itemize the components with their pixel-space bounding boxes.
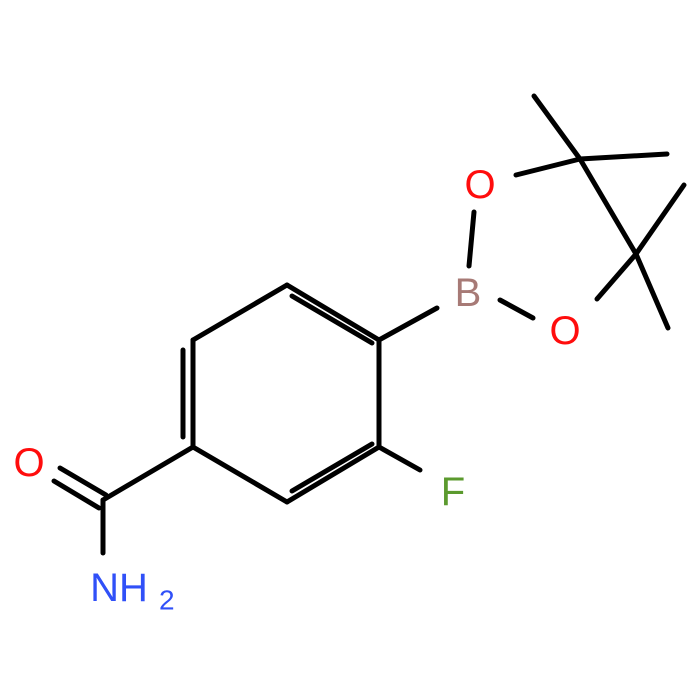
bond-ring-to-carbonyl <box>100 444 196 503</box>
bond-methyl-4 <box>633 251 671 331</box>
bond-boron-o-upper <box>466 209 477 269</box>
atom-labels: O NH 2 F B O O <box>13 163 580 616</box>
bond-c-c <box>577 156 639 257</box>
bond-ring-c4-c5 <box>284 444 382 505</box>
atom-o-lower: O <box>549 309 580 353</box>
bond-boron-o-lower <box>497 297 536 321</box>
atom-o-carbonyl: O <box>13 441 44 485</box>
bond-ring-c2-c3-inner <box>289 293 375 346</box>
bond-ring-c2-c3 <box>284 282 382 343</box>
bond-ring-c5-c6 <box>190 444 290 505</box>
bond-methyl-3 <box>633 182 687 257</box>
bond-carbonyl-double-1 <box>57 465 109 498</box>
bonds <box>51 93 687 556</box>
bond-ring-to-fluorine <box>376 444 423 473</box>
atom-boron: B <box>455 271 482 315</box>
bond-o-upper-c <box>513 156 583 178</box>
bond-carbonyl-double-2 <box>51 478 102 511</box>
bond-methyl-2 <box>577 151 670 162</box>
bond-ring-c4-c5-inner <box>289 441 375 494</box>
bond-ring-c1-c2 <box>190 282 290 343</box>
bond-o-lower-c <box>594 251 639 302</box>
atom-fluorine: F <box>441 470 465 514</box>
atom-n-amide-subscript: 2 <box>159 585 175 616</box>
bond-ring-to-boron <box>376 305 440 343</box>
bond-methyl-1 <box>531 93 583 162</box>
atom-o-upper: O <box>464 163 495 207</box>
atom-n-amide: NH <box>90 566 148 610</box>
